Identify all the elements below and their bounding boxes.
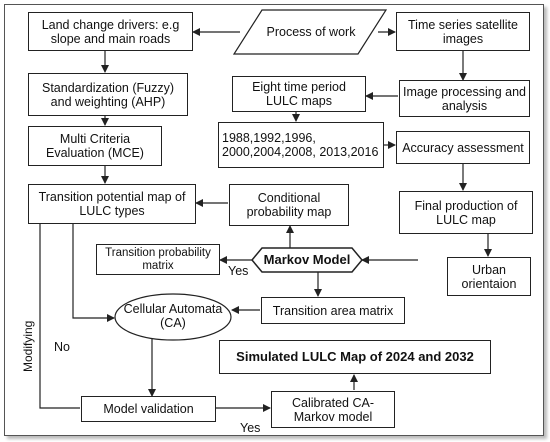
transition-probability-box: Transition probability matrix [96,244,220,275]
process-parallelogram [232,9,388,55]
edge-validation-potential [39,210,80,409]
edge-label-yes-bottom: Yes [240,421,261,435]
standardization-weighting-box: Standardization (Fuzzy) and weighting (A… [28,73,188,116]
land-change-drivers-box: Land change drivers: e.g slope and main … [28,12,193,51]
simulated-lulc-box: Simulated LULC Map of 2024 and 2032 [219,340,491,374]
conditional-probability-box: Conditional probability map [229,184,349,226]
mce-box: Multi Criteria Evaluation (MCE) [28,126,162,166]
urban-orientation-box: Urban orientaion [447,257,531,296]
process-of-work-label: Process of work [266,25,356,39]
final-production-box: Final production of LULC map [399,191,533,234]
model-validation-box: Model validation [81,396,216,422]
markov-hexagon [251,247,363,273]
edge-label-yes-markov: Yes [228,264,249,278]
diagram-frame [4,4,544,436]
edge-label-modifying: Modifying [21,320,35,372]
calibrated-ca-markov-box: Calibrated CA-Markov model [271,391,395,428]
years-box: 1988,1992,1996, 2000,2004,2008, 2013,201… [218,122,384,168]
edge-label-no: No [54,340,70,354]
time-series-satellite-box: Time series satellite images [396,12,530,51]
edge-potential-cellular [72,224,115,322]
accuracy-assessment-box: Accuracy assessment [396,131,530,164]
transition-potential-box: Transition potential map of LULC types [28,184,196,224]
image-processing-box: Image processing and analysis [399,80,530,117]
cellular-automata-label: Cellular Automata (CA) [123,302,223,330]
markov-model-label: Markov Model [263,252,351,267]
eight-time-period-box: Eight time period LULC maps [232,76,366,112]
transition-area-box: Transition area matrix [261,297,405,324]
cellular-ellipse [114,293,232,341]
